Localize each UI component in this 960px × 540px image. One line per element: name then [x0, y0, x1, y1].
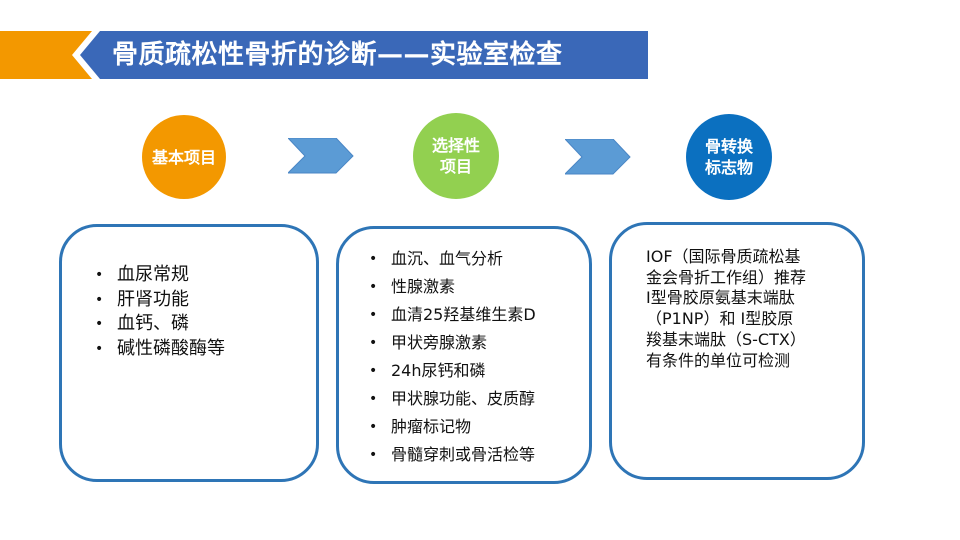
step-label: 骨转换 标志物	[704, 137, 753, 177]
step-optional-items: 选择性 项目	[413, 113, 499, 199]
bullet-icon: •	[95, 291, 104, 308]
list-item: •甲状旁腺激素	[369, 329, 536, 357]
bullet-icon: •	[369, 335, 378, 351]
bullet-icon: •	[369, 251, 378, 267]
card-bone-turnover-markers: IOF（国际骨质疏松基 金会骨折工作组）推荐 I型骨胶原氨基末端肽 （P1NP）…	[609, 222, 865, 480]
list-item: •血钙、磷	[95, 312, 225, 337]
bullet-icon: •	[95, 267, 104, 283]
list-item: •甲状腺功能、皮质醇	[369, 385, 536, 413]
card-basic-items: •血尿常规 •肝肾功能 •血钙、磷 •碱性磷酸酶等	[59, 224, 319, 482]
card-optional-items: •血沉、血气分析 •性腺激素 •血清25羟基维生素D •甲状旁腺激素 •24h尿…	[336, 226, 592, 484]
arrow-right-icon	[565, 139, 631, 175]
list-item: •肿瘤标记物	[369, 413, 536, 441]
banner-body	[80, 31, 648, 79]
bullet-icon: •	[369, 279, 378, 295]
optional-items-list: •血沉、血气分析 •性腺激素 •血清25羟基维生素D •甲状旁腺激素 •24h尿…	[369, 245, 536, 469]
list-item: •24h尿钙和磷	[369, 357, 536, 385]
bullet-icon: •	[369, 307, 378, 323]
bone-turnover-note: IOF（国际骨质疏松基 金会骨折工作组）推荐 I型骨胶原氨基末端肽 （P1NP）…	[646, 247, 807, 370]
bullet-icon: •	[369, 391, 378, 407]
step-label: 基本项目	[151, 147, 216, 167]
bullet-icon: •	[95, 340, 104, 357]
bullet-icon: •	[369, 363, 378, 379]
list-item: •血清25羟基维生素D	[369, 301, 536, 329]
title-banner: 骨质疏松性骨折的诊断——实验室检查	[0, 31, 650, 79]
basic-items-list: •血尿常规 •肝肾功能 •血钙、磷 •碱性磷酸酶等	[95, 263, 225, 362]
step-bone-turnover-markers: 骨转换 标志物	[686, 114, 772, 200]
list-item: •血沉、血气分析	[369, 245, 536, 273]
step-label: 选择性 项目	[431, 136, 480, 176]
bullet-icon: •	[369, 419, 378, 435]
bullet-icon: •	[95, 316, 104, 332]
list-item: •碱性磷酸酶等	[95, 337, 225, 362]
list-item: •肝肾功能	[95, 288, 225, 313]
list-item: •血尿常规	[95, 263, 225, 288]
list-item: •性腺激素	[369, 273, 536, 301]
list-item: •骨髓穿刺或骨活检等	[369, 441, 536, 469]
arrow-right-icon	[288, 138, 354, 174]
bullet-icon: •	[369, 447, 378, 463]
step-basic-items: 基本项目	[142, 115, 226, 199]
banner-accent	[0, 31, 92, 79]
banner-shape	[0, 31, 648, 79]
page-title: 骨质疏松性骨折的诊断——实验室检查	[112, 40, 563, 70]
